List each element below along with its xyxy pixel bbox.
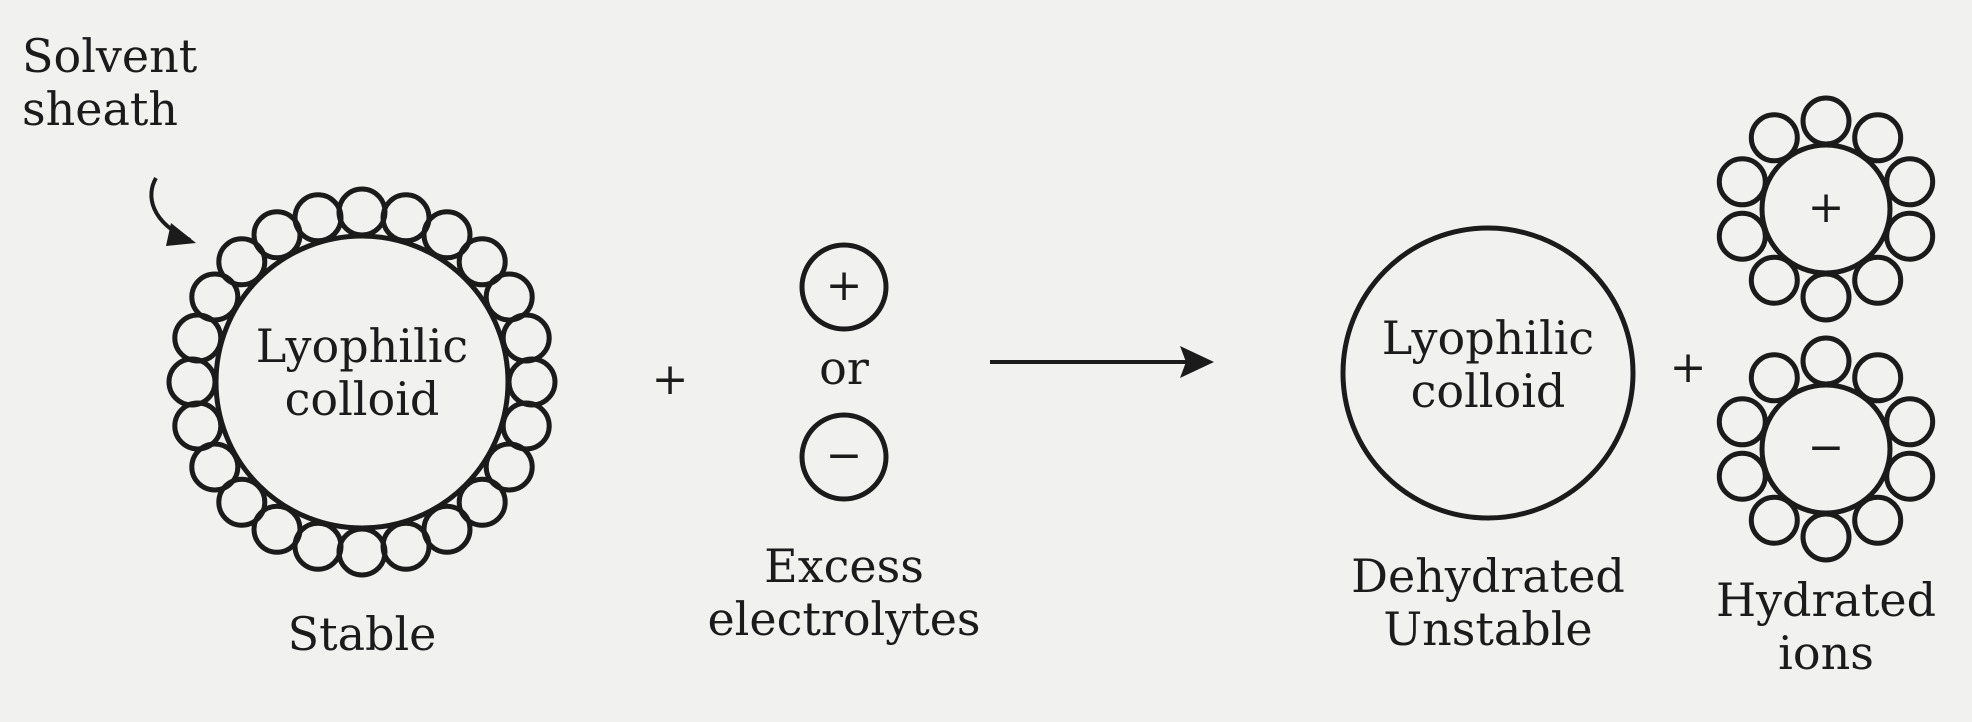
water-molecule [1852, 352, 1904, 404]
solvent-molecule [456, 476, 508, 528]
water-molecule [1884, 156, 1936, 208]
water-molecule [1800, 335, 1852, 387]
hydrated-positive-ion [1716, 95, 1936, 323]
solvent-molecule [456, 236, 508, 288]
reaction-arrow [990, 346, 1214, 378]
negative-symbol: − [825, 430, 863, 481]
hydrated-negative-symbol: − [1807, 422, 1845, 473]
water-molecule [1748, 352, 1800, 404]
hydrated-negative-ion [1716, 335, 1936, 563]
water-molecule [1884, 396, 1936, 448]
water-molecule [1716, 210, 1768, 262]
solvent-molecule [189, 271, 241, 323]
electrolytes [799, 242, 889, 502]
solvent-molecule [336, 526, 388, 578]
solvent-sheath-label-line-2: sheath [22, 81, 178, 136]
stable-colloid-label: Lyophilic colloid [212, 320, 512, 426]
plus-sign-left: + [651, 354, 689, 405]
water-molecule [1716, 450, 1768, 502]
water-molecule [1884, 450, 1936, 502]
water-molecule [1884, 210, 1936, 262]
water-molecule [1800, 511, 1852, 563]
water-molecule [1800, 95, 1852, 147]
dehydrated-colloid-label: Lyophilic colloid [1338, 312, 1638, 418]
hydrated-ions-caption-line-1: Hydrated [1715, 573, 1937, 627]
hydrated-ions-caption-line-2: ions [1778, 625, 1874, 680]
water-molecule [1800, 271, 1852, 323]
electrolytes-caption: Excess electrolytes [694, 540, 994, 646]
stable-caption: Stable [287, 607, 437, 661]
water-molecule [1852, 112, 1904, 164]
solvent-molecule [380, 520, 432, 572]
water-molecule [1748, 254, 1800, 306]
solvent-molecule [216, 476, 268, 528]
dehydrated-colloid-label-line-2: colloid [1410, 363, 1566, 418]
water-molecule [1716, 156, 1768, 208]
electrolytes-caption-line-1: Excess [764, 539, 924, 593]
solvent-molecule [166, 356, 218, 408]
hydrated-positive-symbol: + [1807, 182, 1845, 233]
dehydrated-colloid-core [1340, 225, 1636, 521]
stable-colloid-label-line-1: Lyophilic [255, 319, 469, 373]
dehydrated-caption-line-2: Unstable [1383, 601, 1593, 656]
solvent-sheath-label-line-1: Solvent [22, 29, 198, 83]
hydration-shell-negative [1716, 335, 1936, 563]
solvent-molecule [483, 441, 535, 493]
water-molecule [1852, 494, 1904, 546]
dehydrated-caption: Dehydrated Unstable [1338, 550, 1638, 656]
water-molecule [1748, 494, 1800, 546]
solvent-sheath-label: Solvent sheath [22, 30, 197, 136]
water-molecule [1748, 112, 1800, 164]
solvent-molecule [421, 209, 473, 261]
or-text: or [819, 341, 869, 395]
solvent-molecule [292, 192, 344, 244]
hydrated-ions-caption: Hydrated ions [1706, 574, 1946, 680]
solvent-sheath-arrow [149, 176, 196, 246]
solvent-molecule [216, 236, 268, 288]
water-molecule [1852, 254, 1904, 306]
solvent-molecule [251, 503, 303, 555]
solvent-molecule [336, 186, 388, 238]
negative-electrolyte-ion [799, 412, 889, 502]
positive-symbol: + [825, 260, 863, 311]
plus-sign-right: + [1669, 342, 1707, 393]
dehydrated-caption-line-1: Dehydrated [1351, 549, 1625, 603]
stable-colloid [166, 186, 558, 578]
positive-electrolyte-ion [799, 242, 889, 332]
hydration-shell-positive [1716, 95, 1936, 323]
solvent-sheath-ring [166, 186, 558, 578]
water-molecule [1716, 396, 1768, 448]
solvent-molecule [506, 356, 558, 408]
stable-colloid-label-line-2: colloid [284, 371, 440, 426]
electrolytes-caption-line-2: electrolytes [707, 591, 981, 646]
dehydrated-colloid-label-line-1: Lyophilic [1381, 311, 1595, 365]
